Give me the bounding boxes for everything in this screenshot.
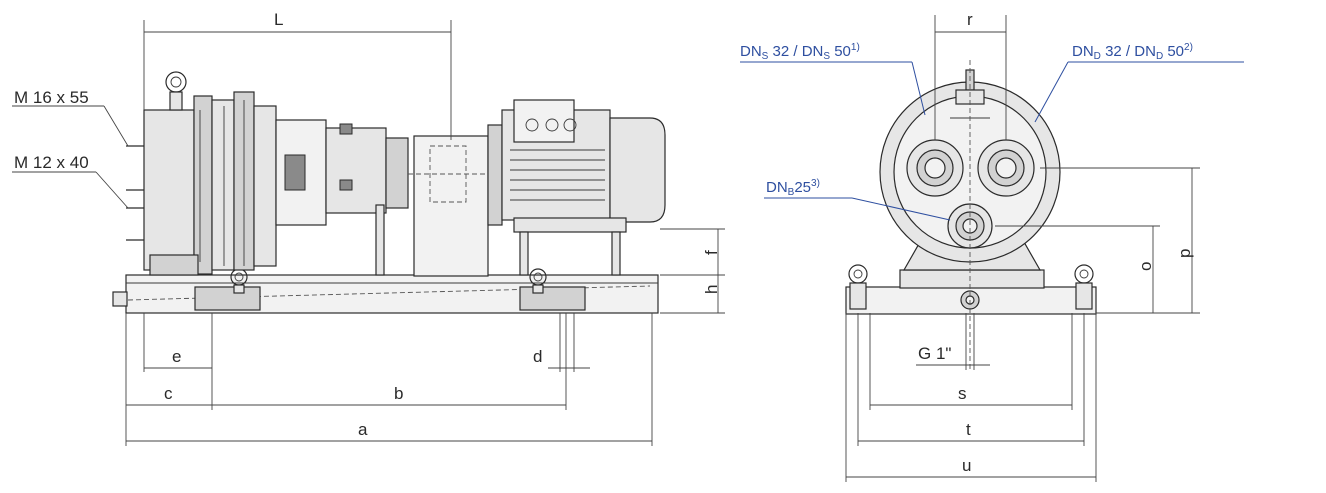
front-view: DNS 32 / DNS 501) DND 32 / DND 502) DNB2… [740, 10, 1244, 482]
dim-label-t: t [966, 420, 971, 439]
dim-label-h: h [702, 285, 721, 294]
dim-label-c: c [164, 384, 173, 403]
suction-nozzle [906, 139, 964, 197]
thread-callout-m12: M 12 x 40 [14, 153, 89, 172]
dim-label-b: b [394, 384, 403, 403]
dim-label-r: r [967, 10, 973, 29]
dim-label-L: L [274, 10, 283, 29]
dim-label-u: u [962, 456, 971, 475]
dim-label-s: s [958, 384, 967, 403]
baseplate [112, 274, 659, 314]
dim-label-e: e [172, 347, 181, 366]
bypass-nozzle [947, 203, 993, 249]
suction-nozzle-label: DNS 32 / DNS 501) [740, 42, 860, 62]
discharge-nozzle-label: DND 32 / DND 502) [1072, 42, 1193, 62]
bypass-nozzle-label: DNB253) [766, 178, 820, 198]
front-lifting-eye-right [1074, 264, 1094, 310]
side-dimension-lines [12, 20, 725, 446]
dim-label-a: a [358, 420, 368, 439]
pump-head [126, 71, 409, 276]
coupling-guard [408, 135, 500, 277]
lifting-eye-right [529, 268, 547, 294]
thread-callout-m16: M 16 x 55 [14, 88, 89, 107]
front-lifting-eye-left [848, 264, 868, 310]
motor [487, 99, 666, 276]
front-dimension-lines [845, 15, 1200, 482]
side-view: M 16 x 55 M 12 x 40 L e c b a d f h [12, 10, 725, 446]
dim-label-p: p [1175, 249, 1194, 258]
dim-label-d: d [533, 347, 542, 366]
dim-label-f: f [702, 250, 721, 255]
nozzle-leaders [740, 61, 1244, 221]
drain-label: G 1" [918, 344, 951, 363]
discharge-nozzle [977, 139, 1035, 197]
dim-label-o: o [1136, 262, 1155, 271]
